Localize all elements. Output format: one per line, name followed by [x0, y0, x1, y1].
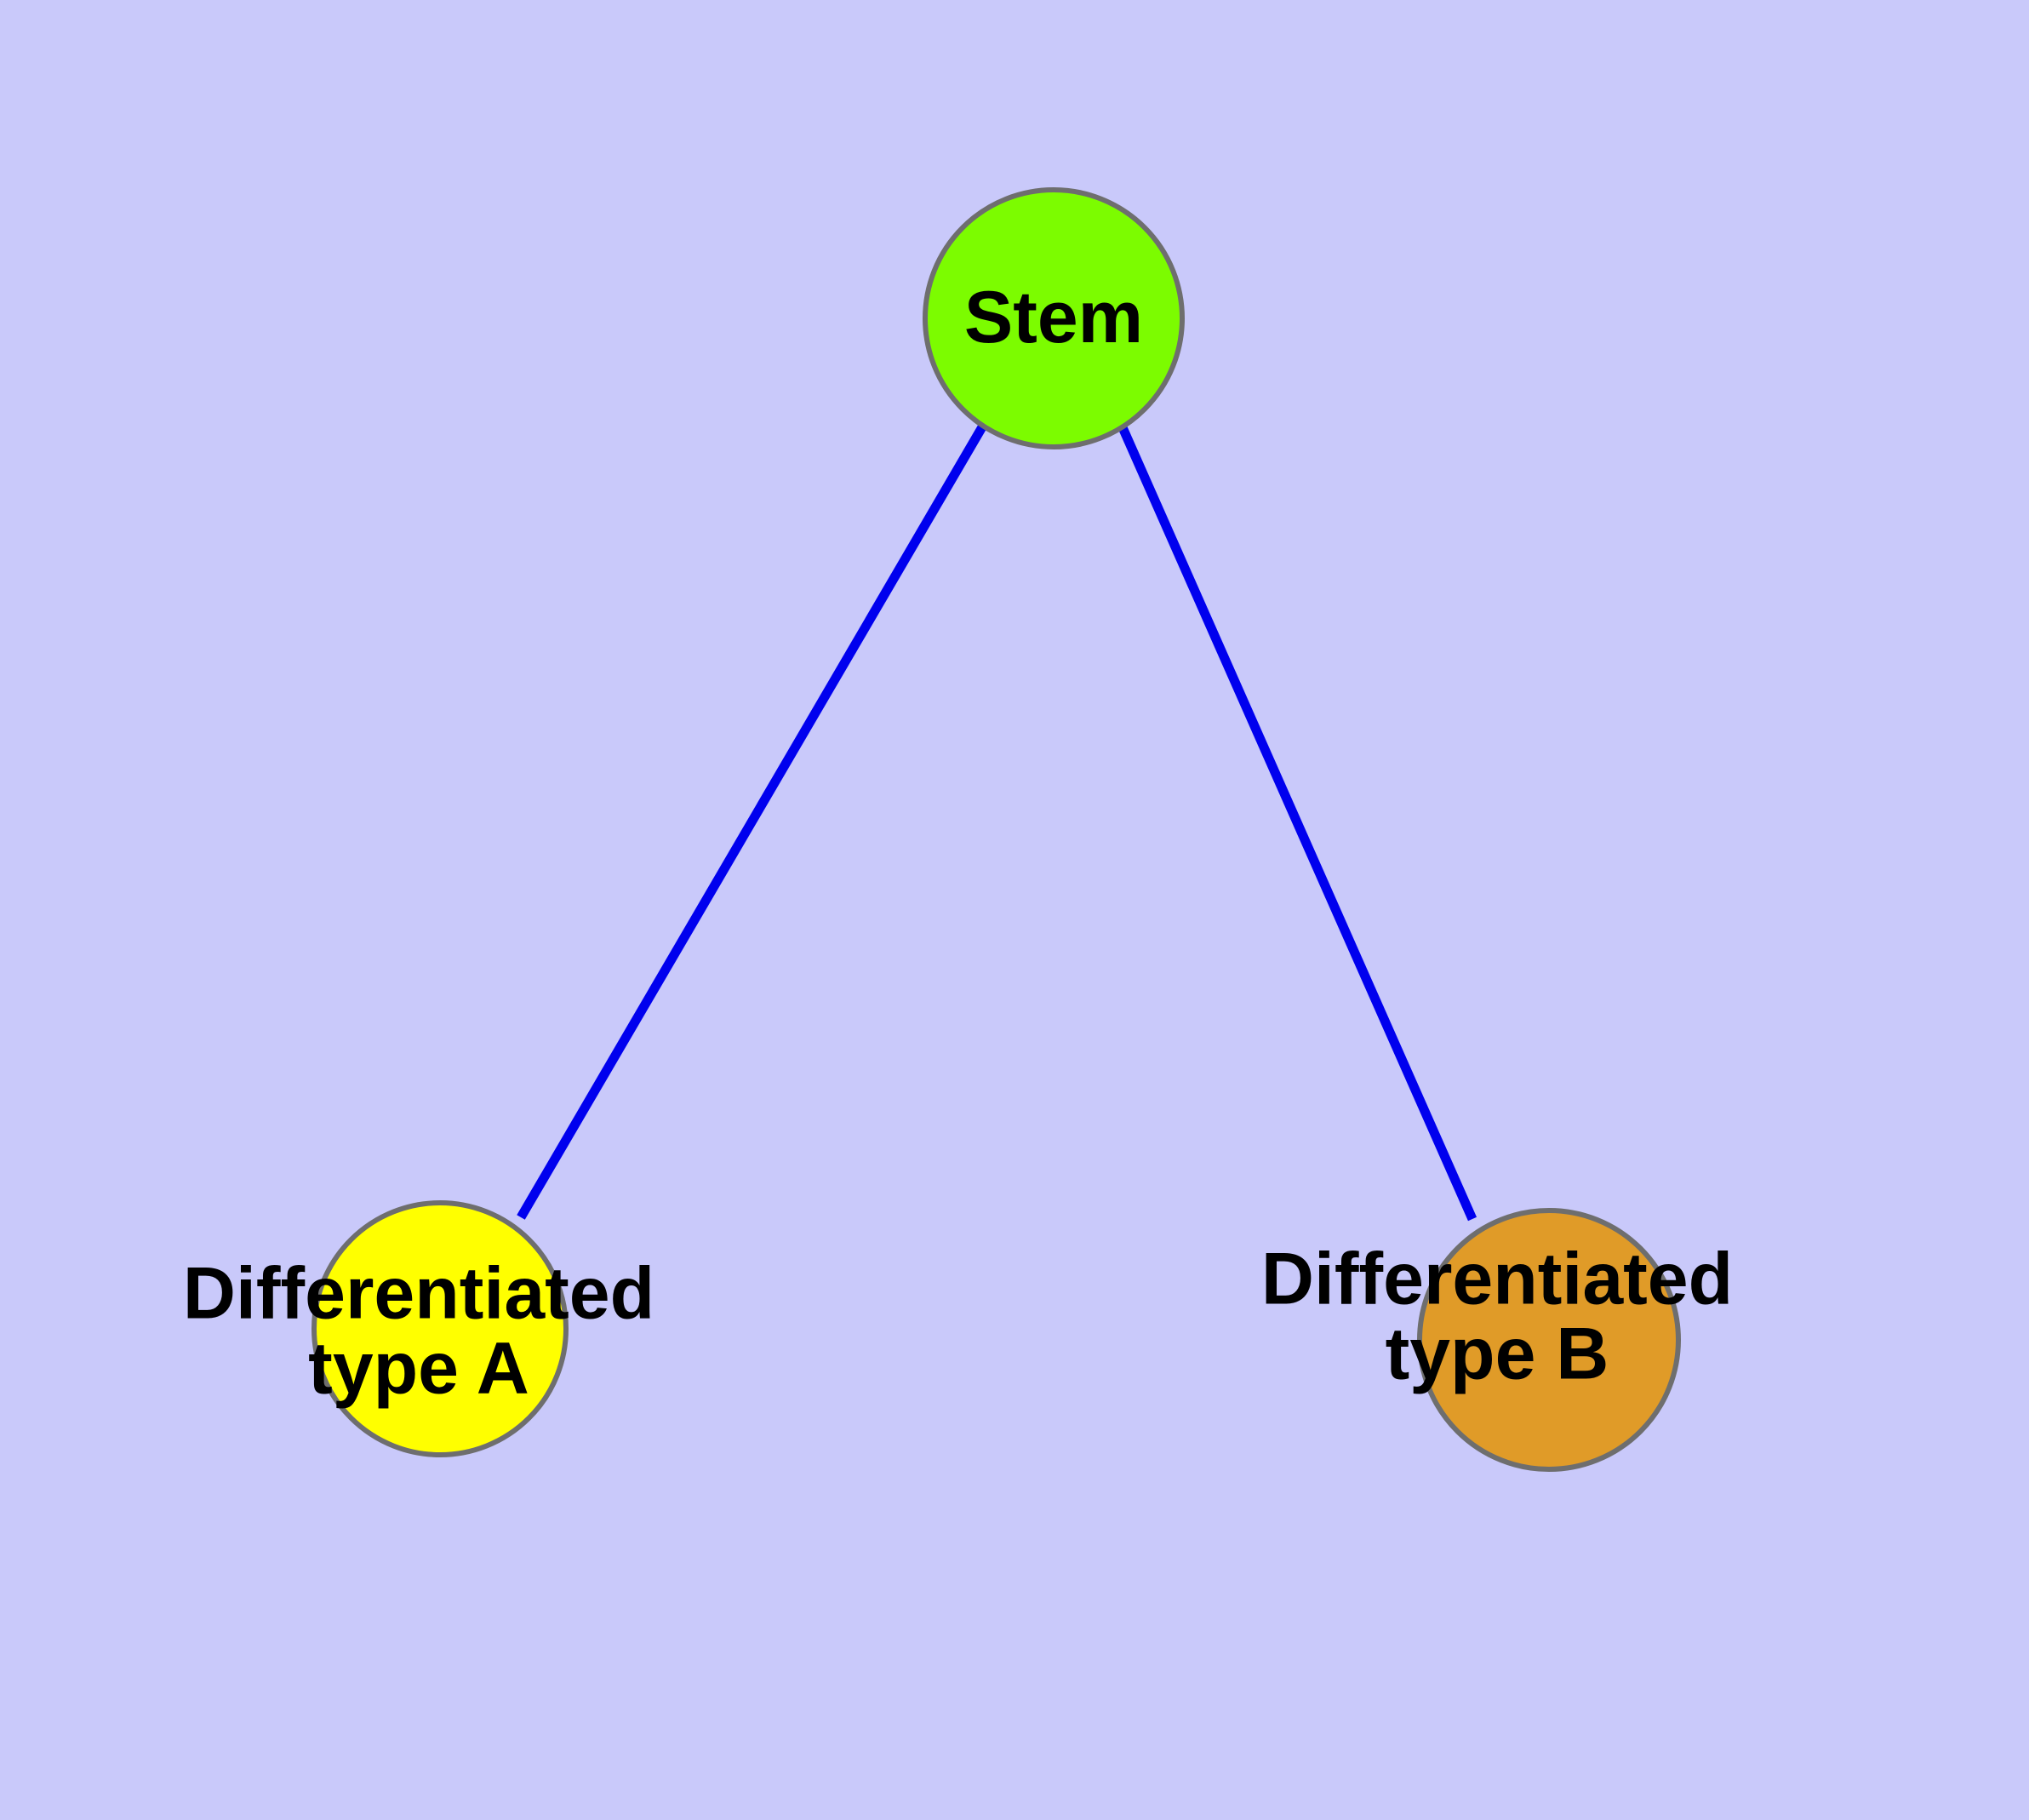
edge-layer — [517, 423, 1477, 1222]
graph-edge-stem-to-diff-b[interactable] — [1117, 423, 1477, 1222]
graph-edge-stem-to-diff-a[interactable] — [517, 423, 987, 1220]
node-layer — [311, 187, 1681, 1472]
graph-node-diff-a[interactable] — [311, 1200, 569, 1457]
graph-node-diff-b[interactable] — [1417, 1208, 1681, 1472]
graph-node-stem[interactable] — [923, 187, 1185, 449]
